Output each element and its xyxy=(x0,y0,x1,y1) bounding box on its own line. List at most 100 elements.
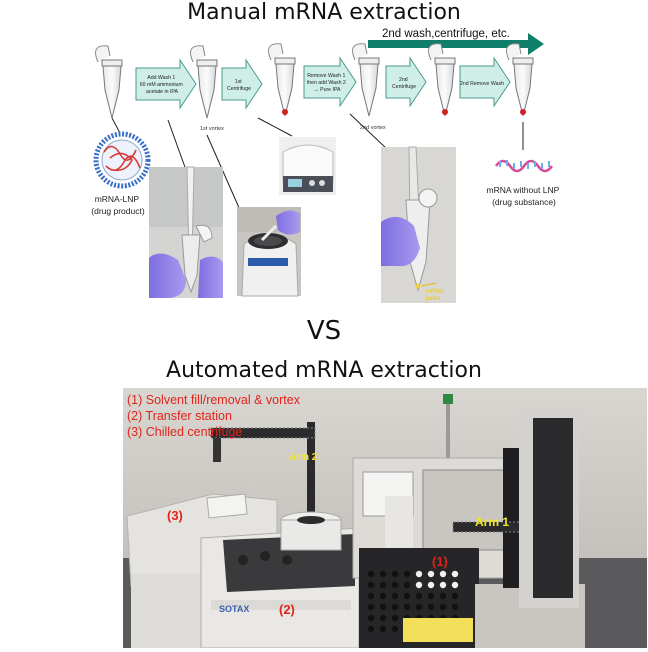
add-wash-line1: Add Wash 1 xyxy=(147,75,175,81)
rack-well xyxy=(403,570,411,578)
remove-wash-line2: then add Wash 2 xyxy=(307,80,346,86)
pellet-label-line1: mRNA xyxy=(426,289,444,295)
manual-workflow-diagram: 2nd wash,centrifuge, etc. Add xyxy=(91,28,562,303)
svg-text:1st Centrifuge: 1st Centrifuge xyxy=(227,79,251,92)
rack-well xyxy=(415,581,423,589)
rack-well xyxy=(379,625,387,633)
step-arrow-centrifuge-1: 1st Centrifuge xyxy=(221,58,263,110)
tube-2 xyxy=(190,45,218,119)
automated-title: Automated mRNA extraction xyxy=(166,358,482,383)
tube-1 xyxy=(95,45,123,119)
rack-well xyxy=(439,570,447,578)
automated-system-photo: SOTAX (1) Solvent fill/removal & vortex … xyxy=(123,388,647,648)
pellet-label-line2: pellet xyxy=(426,296,441,302)
legend: (1) Solvent fill/removal & vortex (2) Tr… xyxy=(127,393,303,439)
rack-well xyxy=(367,614,375,622)
lnp-label-line2: (drug product) xyxy=(91,206,145,216)
arm-2 xyxy=(210,422,342,551)
rack-well xyxy=(379,614,387,622)
photo-pellet: mRNA pellet xyxy=(381,146,456,303)
rack-well xyxy=(451,603,459,611)
remove-wash-line3: → Pure IPA xyxy=(313,87,341,93)
centrifuge1-line1: 1st xyxy=(235,79,242,85)
svg-text:mRNA pellet: mRNA pellet xyxy=(426,289,445,302)
rack-well xyxy=(451,570,459,578)
rack-well xyxy=(427,581,435,589)
rack-well xyxy=(415,570,423,578)
mrna-label-line2: (drug substance) xyxy=(492,197,556,207)
warning-sticker xyxy=(403,618,473,642)
vs-label: VS xyxy=(306,316,342,346)
photo-centrifuge xyxy=(279,137,336,195)
rack-well xyxy=(427,603,435,611)
rack-well xyxy=(379,603,387,611)
photo-vortexer xyxy=(237,207,301,297)
rack-well xyxy=(379,581,387,589)
rack-well xyxy=(367,625,375,633)
step-arrow-remove-wash-2: 2nd Remove Wash xyxy=(459,56,511,108)
centrifuge2-line2: Centrifuge xyxy=(392,84,416,90)
rack-well xyxy=(391,581,399,589)
rack-well xyxy=(403,603,411,611)
label-1: (1) xyxy=(432,554,448,569)
rack-well xyxy=(367,570,375,578)
rack-well xyxy=(439,603,447,611)
remove-wash-line1: Remove Wash 1 xyxy=(307,73,345,79)
tube-3 xyxy=(268,43,296,117)
rack-well xyxy=(439,581,447,589)
banner-text: 2nd wash,centrifuge, etc. xyxy=(382,28,510,40)
tube-6 xyxy=(506,43,534,117)
tube-rack xyxy=(367,570,459,633)
mrna-strand xyxy=(494,159,554,173)
photo-pipette xyxy=(149,166,223,298)
step-arrow-centrifuge-2: 2nd Centrifuge xyxy=(385,56,427,108)
rack-well xyxy=(391,570,399,578)
rack-well xyxy=(391,614,399,622)
arm-2-label: Arm 2 xyxy=(289,452,318,463)
centrifuge2-line1: 2nd xyxy=(399,77,408,83)
svg-text:mRNA-LNP (drug product): mRNA-LNP (drug product) xyxy=(91,194,145,216)
label-3: (3) xyxy=(167,508,183,523)
rack-well xyxy=(379,570,387,578)
svg-text:2nd Centrifuge: 2nd Centrifuge xyxy=(392,77,416,90)
add-wash-line2: 60 mM ammonium xyxy=(140,82,183,88)
rack-well xyxy=(391,625,399,633)
tube-5 xyxy=(428,43,456,117)
rack-well xyxy=(403,581,411,589)
legend-line-3: (3) Chilled centrifuge xyxy=(127,425,242,439)
rack-well xyxy=(403,592,411,600)
remove-wash2-label: 2nd Remove Wash xyxy=(460,81,504,87)
second-wash-banner: 2nd wash,centrifuge, etc. xyxy=(368,28,544,55)
lnp-label-line1: mRNA-LNP xyxy=(95,194,140,204)
rack-well xyxy=(367,592,375,600)
legend-line-2: (2) Transfer station xyxy=(127,409,232,423)
mrna-lnp-particle xyxy=(93,131,151,189)
rack-well xyxy=(391,603,399,611)
brand-label: SOTAX xyxy=(219,604,249,614)
centrifuge1-line2: Centrifuge xyxy=(227,86,251,92)
rack-well xyxy=(391,592,399,600)
rack-well xyxy=(415,592,423,600)
step-arrow-remove-wash: Remove Wash 1 then add Wash 2 → Pure IPA xyxy=(303,56,357,108)
rack-well xyxy=(367,581,375,589)
tube-4 xyxy=(352,43,380,117)
svg-text:Add Wash 1 60 mM ammoniu: Add Wash 1 60 mM ammonium acetate in IPA xyxy=(140,75,184,95)
manual-title: Manual mRNA extraction xyxy=(187,0,461,25)
mrna-label-line1: mRNA without LNP xyxy=(487,185,560,195)
transfer-station: SOTAX xyxy=(200,527,360,648)
vortex-2-label: 2nd vortex xyxy=(360,125,386,131)
rack-well xyxy=(451,581,459,589)
svg-text:Remove Wash 1 then add W: Remove Wash 1 then add Wash 2 → Pure IPA xyxy=(307,73,347,93)
svg-text:mRNA without LNP (drug sub: mRNA without LNP (drug substance) xyxy=(487,185,562,207)
rack-well xyxy=(367,603,375,611)
rack-well xyxy=(427,570,435,578)
label-2: (2) xyxy=(279,602,295,617)
legend-line-1: (1) Solvent fill/removal & vortex xyxy=(127,393,301,407)
rack-well xyxy=(451,592,459,600)
rack-well xyxy=(427,592,435,600)
arm-1-label: Arm 1 xyxy=(475,515,509,529)
rack-well xyxy=(415,603,423,611)
connector-lines xyxy=(111,113,524,211)
add-wash-line3: acetate in IPA xyxy=(146,89,178,95)
step-arrow-add-wash: Add Wash 1 60 mM ammonium acetate in IPA xyxy=(135,58,197,110)
